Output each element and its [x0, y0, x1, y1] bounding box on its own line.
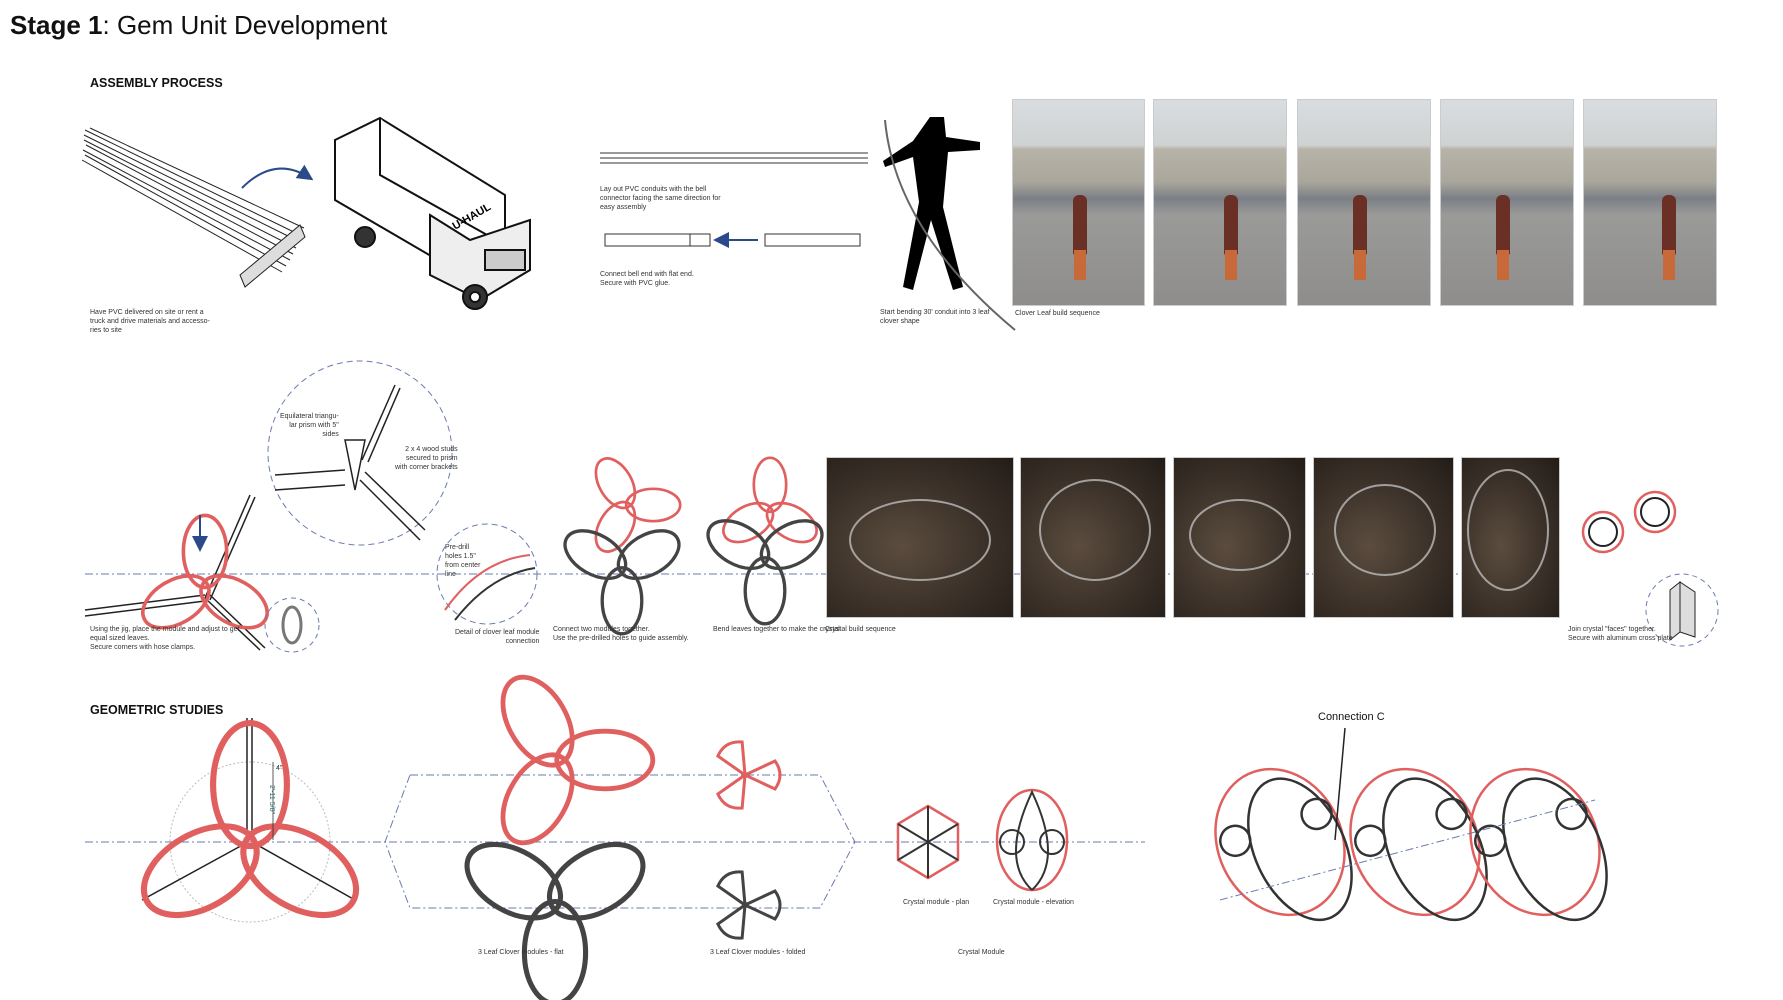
clover-build-photo [1297, 99, 1431, 306]
clover-build-photo [1012, 99, 1145, 306]
hexagon-guide [384, 774, 856, 909]
caption-clover-sequence: Clover Leaf build sequence [1015, 310, 1100, 317]
clover-build-photo [1153, 99, 1287, 306]
crystal-elevation [995, 788, 1069, 892]
caption-connect-two: Connect two modules together. Use the pr… [553, 626, 689, 642]
section-assembly-heading: ASSEMBLY PROCESS [90, 76, 223, 90]
label-prism: Equilateral triangu- lar prism with 5" s… [280, 413, 339, 438]
pvc-bundle-illustration [81, 127, 306, 288]
section-geometric-heading: GEOMETRIC STUDIES [90, 703, 224, 717]
caption-bend: Bend leaves together to make the crystal [713, 626, 840, 633]
hose-clamp-detail [264, 597, 320, 653]
caption-crystal-module: Crystal Module [958, 949, 1005, 956]
caption-pvc-delivery: Have PVC delivered on site or rent a tru… [90, 309, 210, 334]
caption-clover-flat: 3 Leaf Clover modules - flat [478, 949, 564, 956]
caption-connect: Connect bell end with flat end. Secure w… [600, 271, 694, 287]
crystal-plan [896, 804, 960, 880]
jig-circle [169, 761, 331, 923]
clover-flat-dark [454, 829, 655, 1000]
label-studs: 2 x 4 wood studs secured to prism with c… [395, 446, 458, 471]
dimension-offset: 4" [276, 765, 283, 772]
crystal-chain [1214, 727, 1608, 922]
label-predrill: Pre-drill holes 1.5" from center line [445, 544, 481, 578]
arrow-icon [241, 164, 314, 189]
detail-circle-connection [436, 523, 538, 625]
caption-crystal-elevation: Crystal module - elevation [993, 899, 1074, 906]
label-connection-c: Connection C [1318, 711, 1385, 723]
detail-circle-jig [267, 360, 453, 546]
dimension-height: 2'-11 5/8" [268, 785, 275, 815]
caption-detail: Detail of clover leaf module connection [455, 629, 540, 645]
caption-crystal-plan: Crystal module - plan [903, 899, 970, 906]
caption-crystal-sequence: Crystal build sequence [825, 626, 896, 633]
truck-illustration [334, 116, 531, 310]
clover-flat-red [489, 665, 653, 855]
clover-folded-dark [713, 866, 782, 944]
caption-jig: Using the jig, place the module and adju… [90, 626, 240, 651]
caption-layout: Lay out PVC conduits with the bell conne… [600, 186, 721, 211]
person-silhouette [883, 117, 1016, 331]
conduit-lines [600, 152, 868, 247]
caption-join: Join crystal "faces" together. Secure wi… [1568, 626, 1673, 642]
clover-build-photo [1583, 99, 1717, 306]
clover-build-photo [1440, 99, 1574, 306]
hose-clamp-icon [281, 605, 303, 645]
join-crystal-illustration [1581, 490, 1719, 647]
caption-clover-folded: 3 Leaf Clover modules - folded [710, 949, 806, 956]
caption-bending: Start bending 30' conduit into 3 leaf cl… [880, 309, 990, 325]
page-title: Stage 1: Gem Unit Development [10, 10, 388, 40]
